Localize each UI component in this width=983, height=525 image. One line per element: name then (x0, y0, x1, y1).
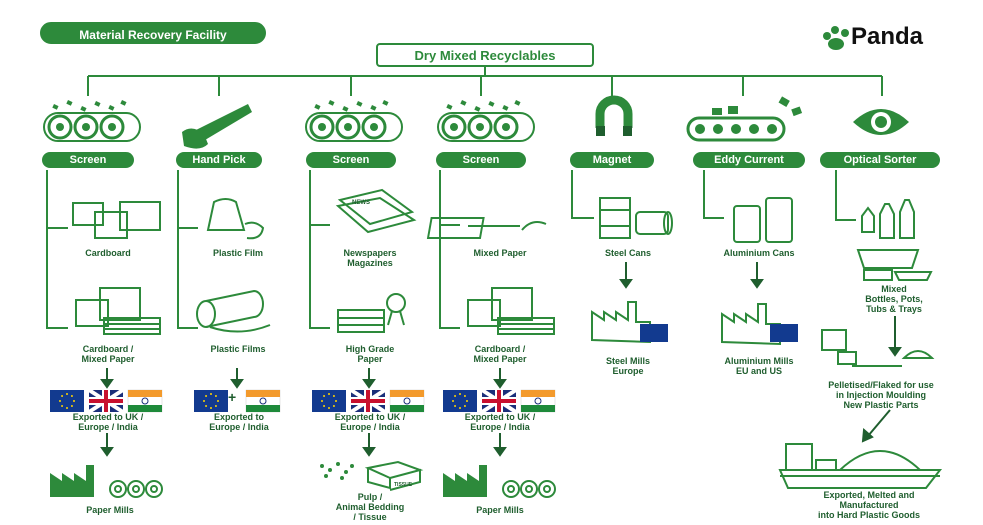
screen-drums-icon (437, 99, 535, 142)
eddy-current-icon (686, 96, 803, 142)
newspaper-icon (335, 188, 417, 234)
bottles-icon (856, 199, 933, 281)
label-plastic-films: Plastic Films (210, 344, 266, 354)
paper-ream-icon (337, 293, 406, 333)
injection-moulding-icon (821, 329, 935, 367)
screen-icons (43, 99, 535, 142)
flags-eu-uk-india (50, 388, 163, 414)
label-cardboard: Cardboard (85, 248, 131, 258)
label-pulp-bedding-tissue: Pulp / Animal Bedding / Tissue (335, 492, 405, 522)
process-pill-screen-3: Screen (436, 152, 526, 168)
screen-drums-icon (305, 100, 403, 142)
label-newspapers: Newspapers Magazines (343, 248, 397, 268)
plastic-roll-icon (196, 289, 271, 333)
cargo-ship-icon (778, 443, 943, 489)
label-aluminium-mills: Aluminium Mills EU and US (724, 356, 794, 376)
mixed-paper-icon (426, 217, 547, 239)
steel-can-icon (599, 197, 673, 239)
cardboard-stack-icon-2 (467, 287, 555, 335)
label-paper-mills-1: Paper Mills (86, 505, 134, 515)
tissue-icon: TISSUE (320, 460, 424, 491)
process-pill-screen-2: Screen (306, 152, 396, 168)
hand-pick-icon (182, 104, 252, 149)
root-input-box: Dry Mixed Recyclables (376, 43, 594, 67)
product-icons (72, 188, 943, 489)
flow-arrows (100, 262, 902, 457)
steel-mill-icon (591, 301, 651, 344)
process-pill-magnet: Magnet (570, 152, 654, 168)
label-high-grade-paper: High Grade Paper (345, 344, 395, 364)
flags-eu-uk-india (443, 388, 556, 414)
label-pelletised: Pelletised/Flaked for use in Injection M… (828, 380, 934, 410)
label-export-uk-eu-india-2: Exported to UK / Europe / India (334, 412, 406, 432)
paper-mill-icon (50, 465, 163, 498)
facility-title: Material Recovery Facility (40, 22, 266, 44)
panda-logo: Panda (818, 22, 923, 52)
label-mixed-bottles: Mixed Bottles, Pots, Tubs & Trays (865, 284, 923, 314)
flag-eu-steel (640, 324, 668, 342)
label-steel-cans: Steel Cans (604, 248, 652, 258)
news-label: NEWS (352, 200, 370, 206)
panda-paw-icon (823, 26, 849, 50)
plastic-bag-icon (206, 198, 265, 240)
screen-drums-icon (43, 100, 141, 142)
flags-eu-india (194, 389, 281, 413)
paper-mill-icon-2 (443, 465, 556, 498)
label-exported-melted: Exported, Melted and Manufactured into H… (817, 490, 920, 520)
magnet-icon (595, 95, 633, 136)
cardboard-stack-icon (75, 287, 161, 335)
label-aluminium-cans: Aluminium Cans (723, 248, 795, 258)
export-flags (50, 324, 798, 414)
eye-icon (853, 109, 909, 135)
tissue-box-label: TISSUE (394, 482, 413, 488)
label-export-uk-eu-india-1: Exported to UK / Europe / India (72, 412, 144, 432)
process-pill-eddy-current: Eddy Current (693, 152, 805, 168)
label-export-uk-eu-india-3: Exported to UK / Europe / India (464, 412, 536, 432)
process-pill-hand-pick: Hand Pick (176, 152, 262, 168)
label-paper-mills-2: Paper Mills (476, 505, 524, 515)
flag-eu-aluminium (770, 324, 798, 342)
plus-sign: + (228, 389, 236, 405)
label-cardboard-mixed-paper: Cardboard / Mixed Paper (81, 344, 135, 364)
label-steel-mills: Steel Mills Europe (605, 356, 650, 376)
label-cardboard-mixed-paper-2: Cardboard / Mixed Paper (473, 344, 527, 364)
logo-text: Panda (851, 23, 924, 50)
cardboard-icon (72, 201, 161, 239)
process-pill-screen-1: Screen (42, 152, 134, 168)
label-plastic-film: Plastic Film (212, 248, 264, 258)
label-mixed-paper: Mixed Paper (473, 248, 527, 258)
label-export-eu-india: Exported to Europe / India (209, 412, 269, 432)
tree-connectors (46, 67, 883, 329)
flags-eu-uk-india (312, 388, 425, 414)
process-pill-optical-sorter: Optical Sorter (820, 152, 940, 168)
aluminium-can-icon (733, 197, 793, 243)
